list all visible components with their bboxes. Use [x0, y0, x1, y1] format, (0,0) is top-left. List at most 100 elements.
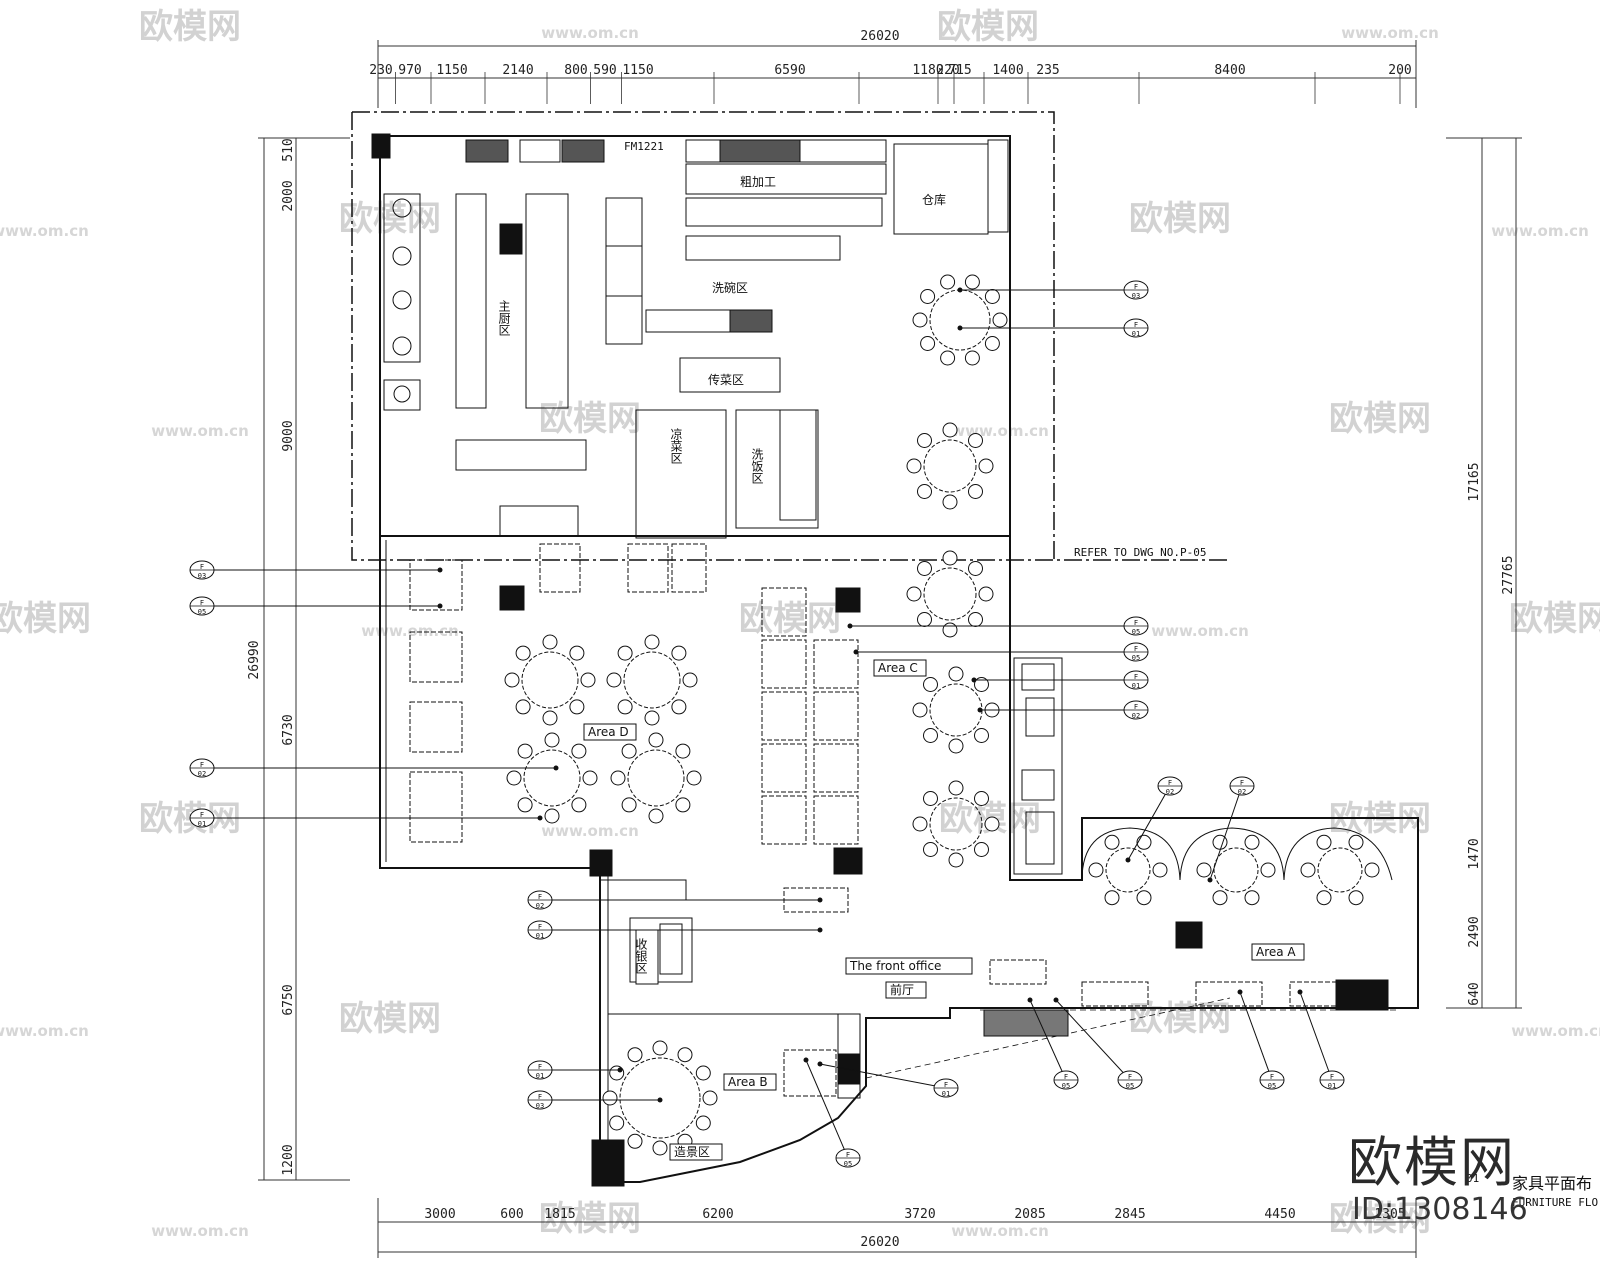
chair: [671, 699, 687, 715]
booth-seat: [627, 543, 669, 593]
ref-tag-letter: F: [1134, 283, 1138, 291]
ref-tag-letter: F: [1134, 673, 1138, 681]
watermark-logo-tile: 欧模网: [1129, 199, 1231, 239]
chair: [569, 699, 585, 715]
chair: [1316, 834, 1332, 850]
chair: [652, 1040, 668, 1056]
landscape-label: 造景区: [674, 1145, 710, 1159]
round-table: [923, 567, 977, 621]
area-d-label: Area D: [588, 725, 629, 739]
booth-seat: [761, 691, 807, 741]
chair: [1244, 890, 1260, 906]
watermark-url-tile: www.om.cn: [0, 1022, 89, 1040]
chair: [671, 645, 687, 661]
ref-tag-code: 01: [198, 820, 206, 828]
door-tag: FM1221: [624, 140, 664, 153]
leader-arrowhead: [971, 677, 977, 683]
chair: [923, 842, 938, 857]
watermark-logo-tile: 欧模网: [0, 599, 91, 639]
watermark-logo-tile: 欧模网: [339, 999, 441, 1039]
bottom-dim-1: 600: [500, 1207, 523, 1222]
watermark-logo-tile: 欧模网: [1329, 399, 1431, 439]
watermark-logo-tile: 欧模网: [539, 399, 641, 439]
reference-markers: F03F01F05F05F01F02F03F05F02F01F02F01F01F…: [189, 280, 1345, 1168]
ref-tag-code: 01: [1132, 682, 1140, 690]
chair: [682, 672, 698, 688]
drawing-title-en: FURNITURE FLO: [1512, 1196, 1599, 1209]
chair: [1152, 862, 1168, 878]
watermark-logo-large: 欧模网: [1348, 1131, 1516, 1194]
ref-tag-letter: F: [200, 761, 204, 769]
leader-line: [1127, 785, 1171, 861]
leader-arrowhead: [817, 927, 823, 933]
top-dim-5: 590: [593, 63, 616, 78]
walls: [351, 111, 1419, 1183]
top-dim-1: 970: [398, 63, 421, 78]
chair: [610, 770, 626, 786]
chair: [702, 1090, 718, 1106]
chair: [648, 808, 664, 824]
top-dim-0: 230: [369, 63, 392, 78]
ref-tag-code: 05: [1062, 1082, 1070, 1090]
chair: [602, 1090, 618, 1106]
chair: [917, 433, 932, 448]
chair: [942, 422, 958, 438]
watermark-logo-tile: 欧模网: [1129, 999, 1231, 1039]
bottom-dim-5: 2085: [1014, 1207, 1045, 1222]
chair: [517, 743, 533, 759]
chair: [675, 797, 691, 813]
chair: [627, 1133, 643, 1149]
booth-seat: [813, 691, 859, 741]
chair: [978, 458, 994, 474]
chair: [940, 350, 956, 366]
booth-seat: [671, 543, 707, 593]
ref-tag-code: 05: [1132, 654, 1140, 662]
watermark-logo-tile: 欧模网: [139, 7, 241, 47]
booth-seat: [989, 959, 1047, 985]
booth-seat: [783, 1049, 837, 1097]
leader-arrowhead: [1237, 989, 1243, 995]
chair: [992, 312, 1008, 328]
bar-counter: [1013, 657, 1063, 875]
room-rough-processing: 粗加工: [740, 175, 776, 189]
top-dim-12: 235: [1036, 63, 1059, 78]
chair: [686, 770, 702, 786]
top-dimension-chain: [377, 40, 1417, 108]
bottom-dimension-chain: [377, 1198, 1417, 1258]
watermark-url-tile: www.om.cn: [541, 24, 639, 42]
chair: [940, 274, 956, 290]
chair: [1088, 862, 1104, 878]
leader-arrowhead: [977, 707, 983, 713]
ref-tag-letter: F: [846, 1151, 850, 1159]
booth-seat: [761, 587, 807, 637]
top-total-dim: 26020: [860, 29, 899, 44]
booth-seat: [1195, 981, 1263, 1007]
round-table: [523, 749, 581, 807]
leader-line: [819, 1063, 947, 1089]
chair: [677, 1047, 693, 1063]
chair: [1300, 862, 1316, 878]
round-table: [627, 749, 685, 807]
ref-tag-letter: F: [1168, 779, 1172, 787]
bottom-dim-3: 6200: [702, 1207, 733, 1222]
ref-tag-code: 05: [1126, 1082, 1134, 1090]
ref-tag-letter: F: [538, 893, 542, 901]
chair: [1364, 862, 1380, 878]
ref-tag-letter: F: [1134, 645, 1138, 653]
ref-tag-letter: F: [1064, 1073, 1068, 1081]
room-serving: 传菜区: [708, 372, 744, 387]
bottom-dim-0: 3000: [424, 1207, 455, 1222]
chair: [912, 702, 928, 718]
watermark-url-tile: www.om.cn: [1151, 622, 1249, 640]
room-dishwashing: 洗碗区: [712, 280, 748, 295]
chair: [984, 289, 1000, 304]
ref-tag-code: 05: [844, 1160, 852, 1168]
booth-seat: [539, 543, 581, 593]
watermark-id: ID:1308146: [1352, 1192, 1528, 1227]
right-total-dim: 27765: [1501, 555, 1516, 594]
chair: [675, 743, 691, 759]
left-dim-0: 510: [281, 138, 296, 161]
chair: [942, 550, 958, 566]
watermark-url-tile: www.om.cn: [151, 1222, 249, 1240]
chair: [920, 289, 936, 304]
